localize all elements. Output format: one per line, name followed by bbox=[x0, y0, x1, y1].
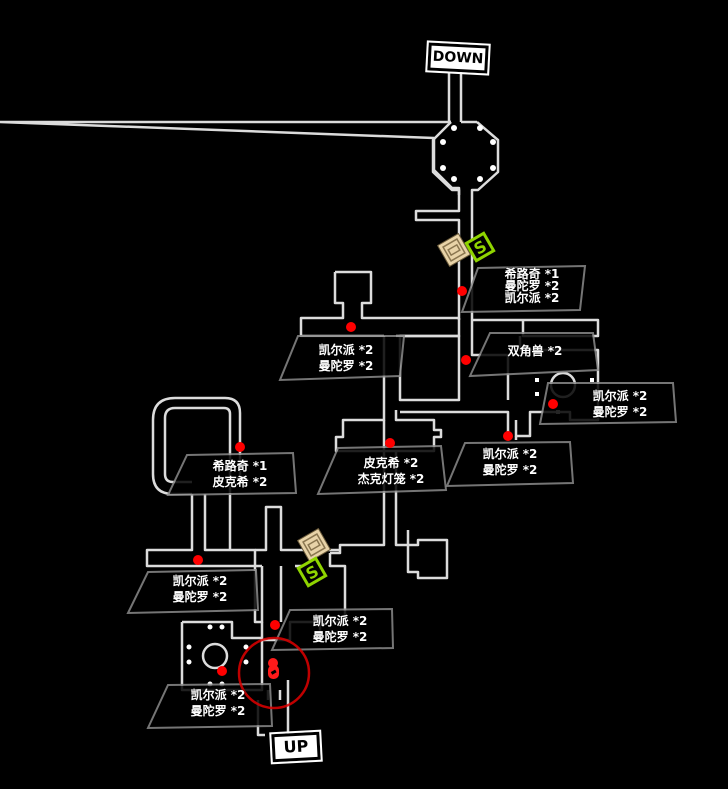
encounter-panel-e2 bbox=[278, 335, 406, 382]
encounter-line: 凯尔派 *2 bbox=[172, 574, 228, 588]
encounter-line: 皮克希 *2 bbox=[212, 475, 268, 489]
encounter-line: 希路奇 *1 bbox=[212, 459, 268, 473]
encounter-panel-e1 bbox=[460, 264, 587, 314]
safe-room-icon bbox=[436, 232, 472, 268]
encounter-panel-e10 bbox=[146, 682, 274, 730]
encounter-panel-e6 bbox=[316, 444, 448, 496]
enemy-marker-icon bbox=[346, 322, 356, 332]
encounter-panel-e7 bbox=[445, 440, 575, 488]
encounter-line: 凯尔派 *2 bbox=[504, 291, 560, 305]
encounter-line: 希路奇 *1 bbox=[504, 267, 560, 281]
safe-room-icon bbox=[296, 527, 332, 563]
enemy-marker-icon bbox=[270, 620, 280, 630]
encounter-line: 凯尔派 *2 bbox=[190, 688, 246, 702]
encounter-line: 皮克希 *2 bbox=[363, 456, 419, 470]
encounter-label-e1: 希路奇 *1 曼陀罗 *2 凯尔派 *2 bbox=[492, 268, 572, 304]
save-point-icon: S bbox=[296, 556, 328, 588]
encounter-panel-e4 bbox=[538, 382, 678, 426]
enemy-marker-icon bbox=[461, 355, 471, 365]
encounter-line: 杰克灯笼 *2 bbox=[357, 472, 425, 486]
enemy-marker-icon bbox=[457, 286, 467, 296]
encounter-line: 曼陀罗 *2 bbox=[482, 463, 538, 477]
enemy-marker-icon bbox=[503, 431, 513, 441]
encounter-line: 凯尔派 *2 bbox=[312, 614, 368, 628]
player-position-icon bbox=[237, 636, 311, 710]
encounter-line: 双角兽 *2 bbox=[507, 344, 563, 358]
encounter-label-e8: 凯尔派 *2 曼陀罗 *2 bbox=[160, 573, 240, 605]
encounter-label-e6: 皮克希 *2 杰克灯笼 *2 bbox=[346, 455, 436, 487]
enemy-marker-icon bbox=[548, 399, 558, 409]
encounter-panel-e8 bbox=[126, 568, 260, 615]
encounter-label-e3: 双角兽 *2 bbox=[495, 344, 575, 358]
encounter-panels bbox=[126, 264, 678, 730]
encounter-label-e2: 凯尔派 *2 曼陀罗 *2 bbox=[306, 342, 386, 374]
encounter-label-e4: 凯尔派 *2 曼陀罗 *2 bbox=[580, 388, 660, 420]
encounter-panel-e3 bbox=[468, 332, 600, 378]
encounter-line: 曼陀罗 *2 bbox=[190, 704, 246, 718]
encounter-panel-e9 bbox=[270, 607, 395, 652]
exit-down-sign[interactable]: DOWN bbox=[425, 40, 491, 76]
encounter-line: 凯尔派 *2 bbox=[592, 389, 648, 403]
encounter-label-e10: 凯尔派 *2 曼陀罗 *2 bbox=[178, 687, 258, 719]
encounter-label-e7: 凯尔派 *2 曼陀罗 *2 bbox=[470, 446, 550, 478]
encounter-line: 曼陀罗 *2 bbox=[592, 405, 648, 419]
enemy-marker-icon bbox=[235, 442, 245, 452]
encounter-line: 曼陀罗 *2 bbox=[504, 279, 560, 293]
enemy-marker-icon bbox=[217, 666, 227, 676]
enemy-marker-icon bbox=[385, 438, 395, 448]
save-point-icon: S bbox=[464, 231, 496, 263]
encounter-line: 曼陀罗 *2 bbox=[312, 630, 368, 644]
encounter-label-e9: 凯尔派 *2 曼陀罗 *2 bbox=[300, 613, 380, 645]
encounter-line: 曼陀罗 *2 bbox=[318, 359, 374, 373]
encounter-label-e5: 希路奇 *1 皮克希 *2 bbox=[200, 458, 280, 490]
enemy-markers bbox=[193, 286, 558, 676]
encounter-panel-e5 bbox=[166, 451, 298, 497]
exit-up-label: UP bbox=[283, 736, 309, 757]
encounter-line: 凯尔派 *2 bbox=[318, 343, 374, 357]
exit-up-sign[interactable]: UP bbox=[269, 729, 323, 765]
encounter-line: 曼陀罗 *2 bbox=[172, 590, 228, 604]
enemy-marker-icon bbox=[193, 555, 203, 565]
encounter-line: 凯尔派 *2 bbox=[482, 447, 538, 461]
exit-down-label: DOWN bbox=[432, 48, 484, 68]
